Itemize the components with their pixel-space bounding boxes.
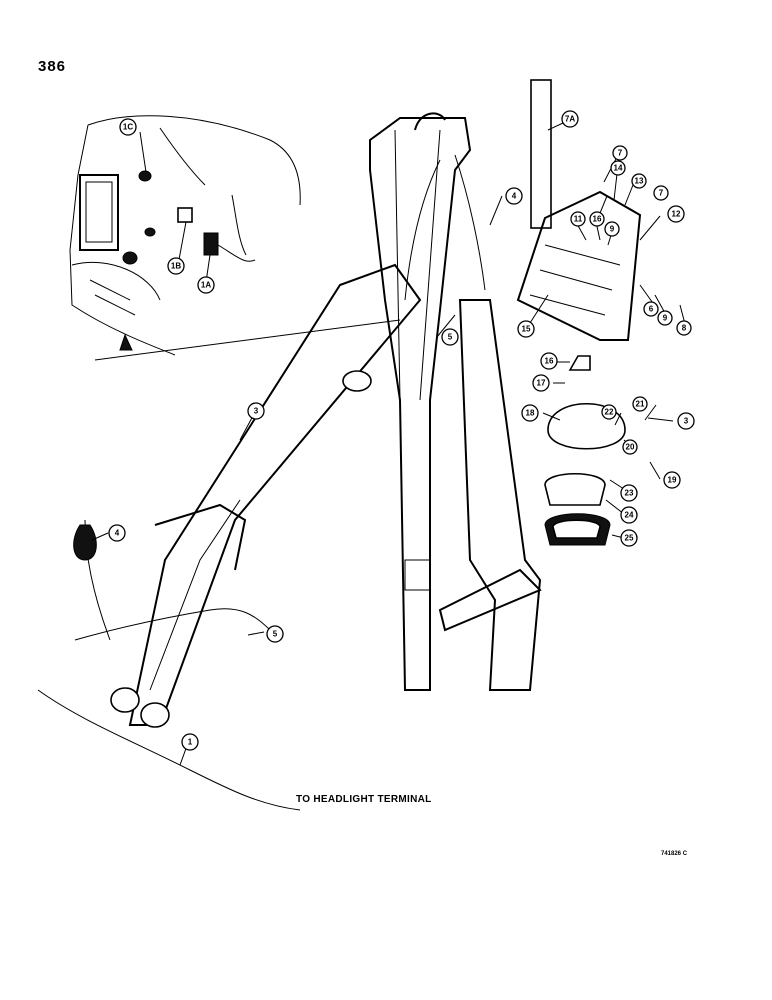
headlight-terminal-caption: TO HEADLIGHT TERMINAL	[296, 794, 432, 805]
svg-text:23: 23	[625, 489, 634, 498]
svg-text:5: 5	[448, 333, 453, 342]
callout-19: 19	[663, 471, 681, 489]
callout-21: 21	[632, 396, 648, 412]
callout-3-boom: 3	[247, 402, 265, 420]
callout-5-boom: 5	[441, 328, 459, 346]
svg-text:22: 22	[605, 408, 614, 417]
bracket-illustration	[516, 79, 642, 546]
svg-text:15: 15	[522, 325, 531, 334]
page-number: 386	[38, 58, 67, 75]
callout-7-right: 7	[653, 185, 669, 201]
callout-16-bracket: 16	[589, 211, 605, 227]
callout-1a: 1A	[197, 276, 215, 294]
callout-1c: 1C	[119, 118, 137, 136]
callout-9-lower: 9	[657, 310, 673, 326]
svg-text:20: 20	[626, 443, 635, 452]
callout-7-top: 7	[612, 145, 628, 161]
svg-text:3: 3	[254, 407, 259, 416]
svg-text:7A: 7A	[565, 115, 575, 124]
figure-code: 741826 C	[661, 851, 688, 857]
svg-text:1: 1	[188, 738, 193, 747]
callout-8: 8	[676, 320, 692, 336]
callout-23: 23	[620, 484, 638, 502]
callout-16-light: 16	[540, 352, 558, 370]
svg-text:21: 21	[636, 400, 645, 409]
callout-13: 13	[631, 173, 647, 189]
svg-text:9: 9	[610, 225, 615, 234]
svg-text:24: 24	[625, 511, 634, 520]
callout-5-lower: 5	[266, 625, 284, 643]
svg-text:14: 14	[614, 164, 623, 173]
svg-text:3: 3	[684, 417, 689, 426]
callout-7a: 7A	[561, 110, 579, 128]
svg-text:17: 17	[537, 379, 546, 388]
callout-25: 25	[620, 529, 638, 547]
boom-illustration	[110, 112, 542, 728]
svg-text:7: 7	[659, 189, 664, 198]
svg-text:18: 18	[526, 409, 535, 418]
callout-14: 14	[610, 160, 626, 176]
callout-4-boom: 4	[505, 187, 523, 205]
svg-text:11: 11	[574, 215, 583, 224]
svg-text:25: 25	[625, 534, 634, 543]
svg-text:4: 4	[512, 192, 517, 201]
svg-text:4: 4	[115, 529, 120, 538]
callout-3-light: 3	[677, 412, 695, 430]
svg-text:1A: 1A	[201, 281, 211, 290]
svg-text:1C: 1C	[123, 123, 133, 132]
callout-1b: 1B	[167, 257, 185, 275]
svg-text:8: 8	[682, 324, 687, 333]
svg-text:5: 5	[273, 630, 278, 639]
wire-harness	[37, 319, 401, 811]
svg-text:16: 16	[545, 357, 554, 366]
callout-6: 6	[643, 301, 659, 317]
callout-22: 22	[601, 404, 617, 420]
callout-12: 12	[667, 205, 685, 223]
svg-text:13: 13	[635, 177, 644, 186]
callout-20: 20	[622, 439, 638, 455]
callout-4-lower: 4	[108, 524, 126, 542]
svg-text:12: 12	[672, 210, 681, 219]
callout-15: 15	[517, 320, 535, 338]
svg-text:19: 19	[668, 476, 677, 485]
cab-interior-illustration	[69, 115, 301, 356]
callout-18: 18	[521, 404, 539, 422]
svg-text:9: 9	[663, 314, 668, 323]
callout-24: 24	[620, 506, 638, 524]
svg-text:1B: 1B	[171, 262, 181, 271]
callout-1: 1	[181, 733, 199, 751]
svg-text:6: 6	[649, 305, 654, 314]
callout-11: 11	[570, 211, 586, 227]
callout-9-bracket: 9	[604, 221, 620, 237]
callout-17: 17	[532, 374, 550, 392]
svg-text:16: 16	[593, 215, 602, 224]
svg-text:7: 7	[618, 149, 623, 158]
